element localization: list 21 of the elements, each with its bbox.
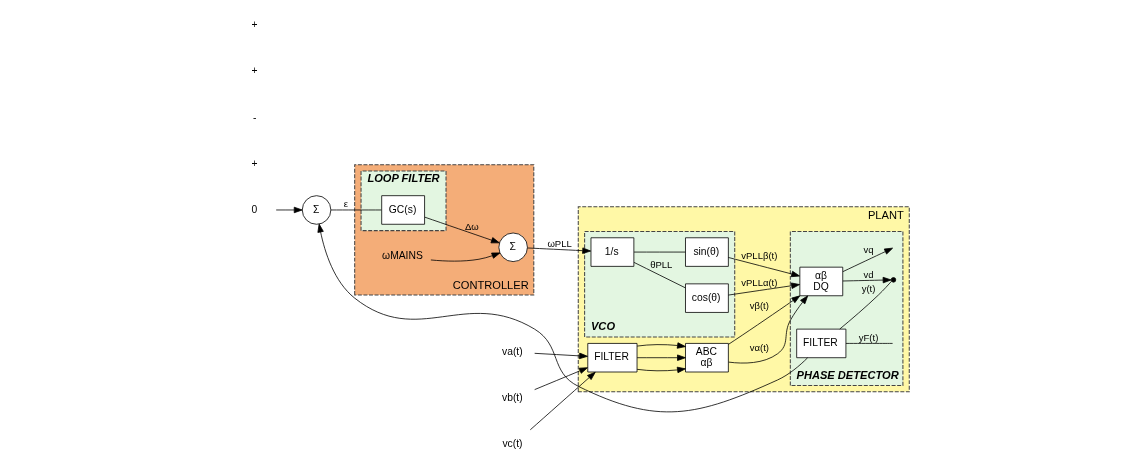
edge-label: vβ(t)	[749, 299, 769, 311]
edge-label: vα(t)	[749, 342, 769, 354]
node-text: ωMAINS	[381, 249, 423, 261]
label: -	[252, 111, 256, 123]
node-text: vb(t)	[501, 391, 523, 403]
edge-label: yF(t)	[858, 331, 878, 343]
edge-label: vPLLα(t)	[740, 276, 777, 288]
node-text: 0	[250, 203, 257, 215]
label: +	[251, 19, 258, 31]
edge-label: vPLLβ(t)	[740, 249, 777, 261]
label: +	[251, 157, 258, 169]
edge-label: vd	[863, 268, 874, 280]
edge-label: θPLL	[649, 259, 672, 271]
node-text: va(t)	[501, 345, 523, 357]
edge-label: vq	[863, 244, 874, 256]
edge-label: ωPLL	[546, 237, 572, 249]
edge-label: y(t)	[861, 283, 875, 295]
edge-label: Δω	[464, 220, 479, 232]
label: +	[251, 65, 258, 77]
node-text: vc(t)	[501, 437, 522, 449]
edge-label: ε	[343, 198, 348, 210]
